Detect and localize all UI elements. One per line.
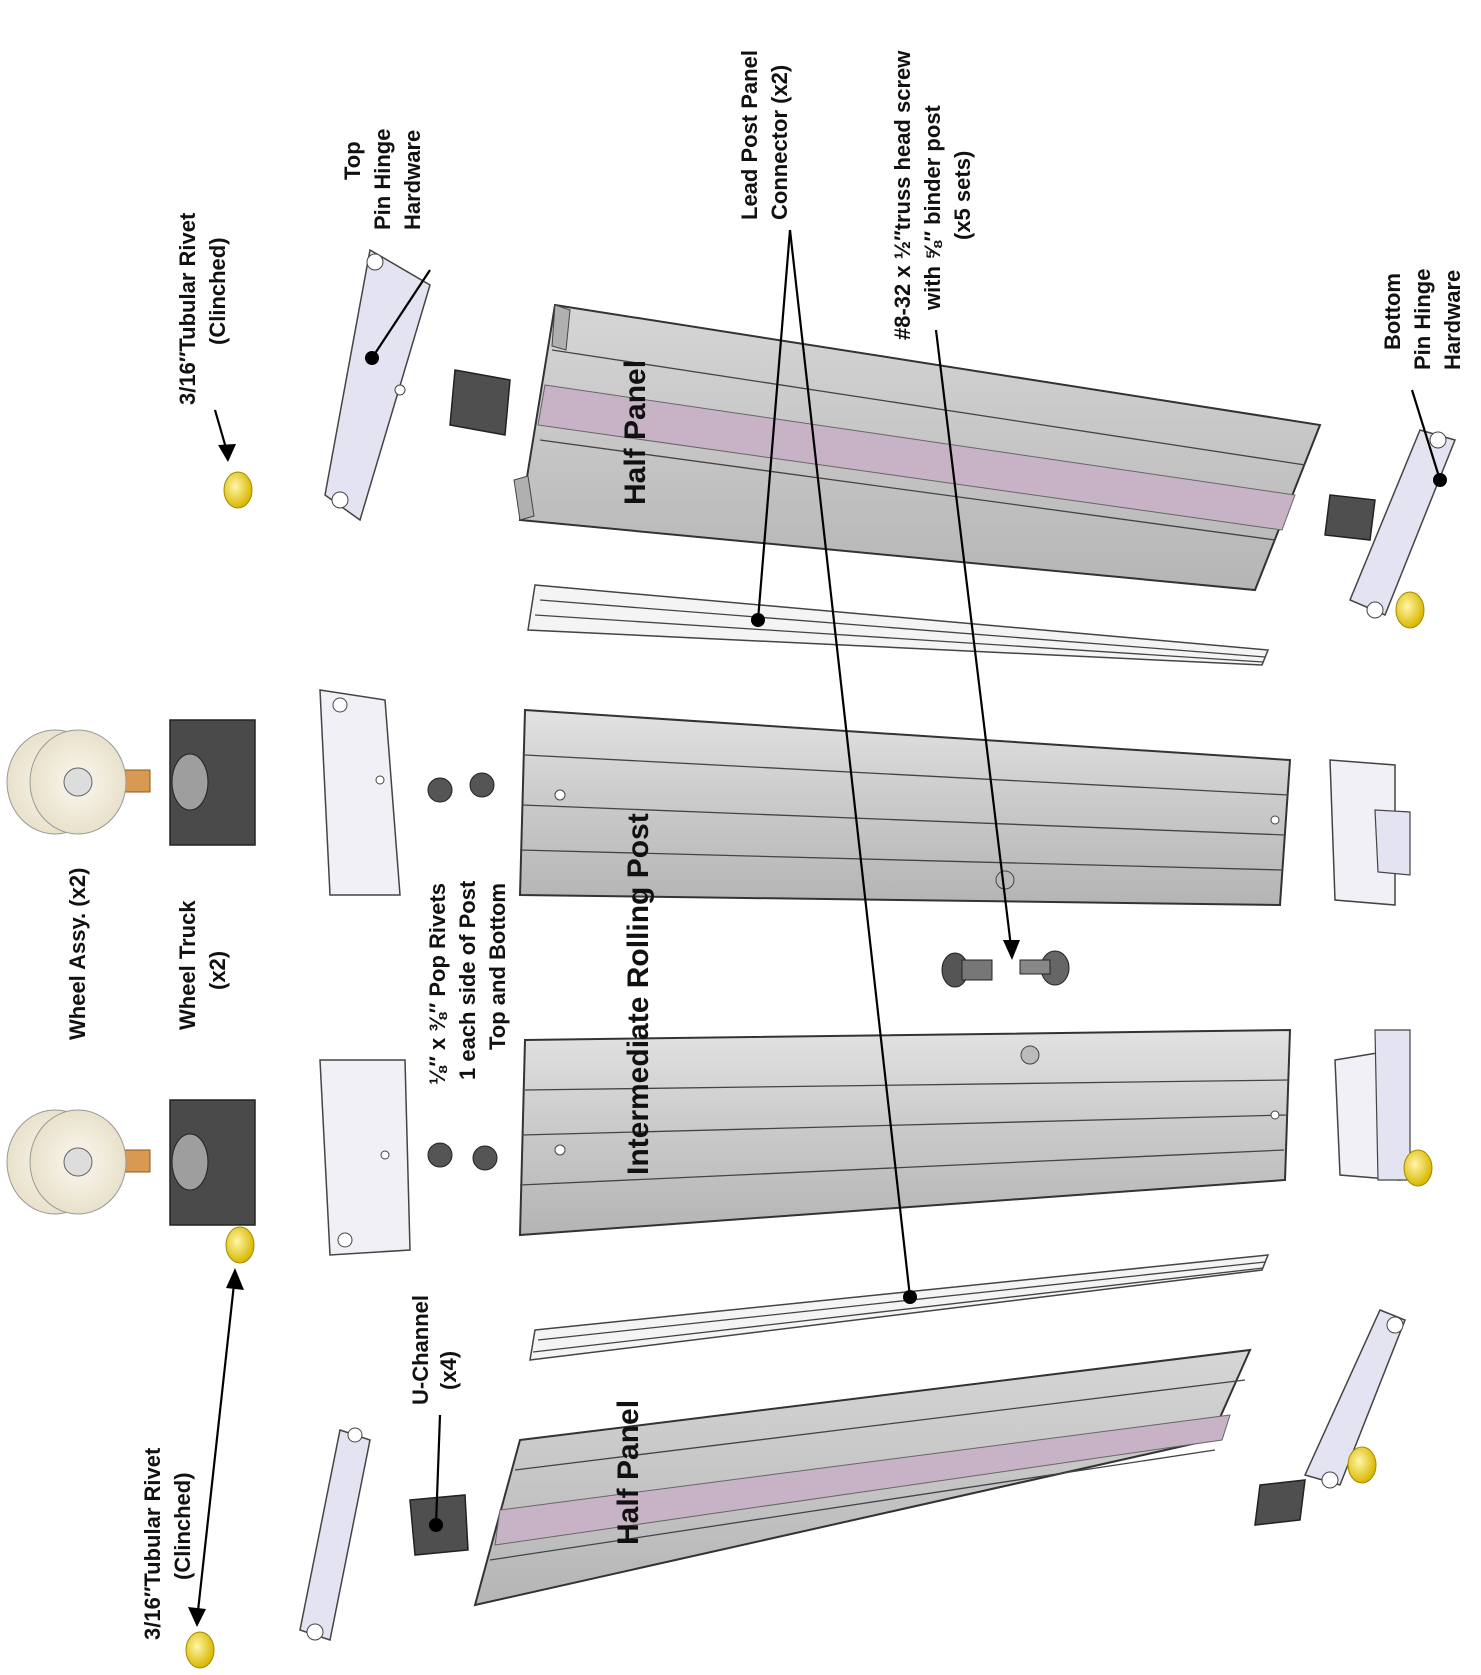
- label-wheel-assy: Wheel Assy. (x2): [65, 868, 90, 1040]
- wheel-truck-upper: [169, 719, 256, 846]
- leader-dot-connector-bottom: [903, 1290, 917, 1304]
- u-channel-block-1: [449, 369, 511, 436]
- label-wheel-truck: Wheel Truck (x2): [175, 900, 230, 1030]
- label-u-channel: U-Channel (x4): [408, 1295, 461, 1405]
- label-bottom-rivet: 3/16″Tubular Rivet (Clinched): [140, 1447, 195, 1640]
- svg-text:Half Panel: Half Panel: [612, 1400, 645, 1545]
- rivet-right-bottom: [1347, 1446, 1377, 1484]
- pop-rivets-upper: [427, 772, 495, 803]
- label-lead-post-connector: Lead Post Panel Connector (x2): [737, 50, 792, 220]
- leader-dot-connector-top: [751, 613, 765, 627]
- svg-text:Wheel Truck: Wheel Truck: [175, 900, 200, 1030]
- label-bottom-pin-hinge: Bottom Pin Hinge Hardware: [1380, 269, 1465, 370]
- svg-text:⅛″ x ⅜″ Pop Rivets: ⅛″ x ⅜″ Pop Rivets: [425, 883, 450, 1085]
- svg-text:Top: Top: [340, 141, 365, 180]
- leader-dot-u-channel: [429, 1518, 443, 1532]
- svg-text:3/16″Tubular Rivet: 3/16″Tubular Rivet: [175, 212, 200, 405]
- wheel-assembly-upper: [6, 729, 151, 835]
- leader-bottom-rivet: [195, 1274, 237, 1621]
- leader-connector-top: [756, 229, 792, 621]
- svg-text:Hardware: Hardware: [400, 130, 425, 230]
- svg-text:Intermediate Rolling Post: Intermediate Rolling Post: [622, 813, 655, 1175]
- leader-arrow-top-rivet: [218, 444, 236, 462]
- svg-text:U-Channel: U-Channel: [408, 1295, 433, 1405]
- post-hinge-plate-right-lower: [1334, 1029, 1411, 1181]
- svg-text:Pin Hinge: Pin Hinge: [370, 129, 395, 230]
- svg-text:#8-32 x ½″truss head screw: #8-32 x ½″truss head screw: [890, 50, 915, 340]
- post-hinge-plate-left-upper: [319, 689, 401, 896]
- svg-text:Wheel Assy. (x2): Wheel Assy. (x2): [65, 868, 90, 1040]
- leader-dot-top-hinge: [365, 351, 379, 365]
- leader-arrow-bottom-rivet-up: [226, 1268, 244, 1290]
- pop-rivets-lower: [427, 1142, 498, 1171]
- rivet-right-top: [1395, 591, 1425, 629]
- u-channel-block-3: [1254, 1479, 1306, 1526]
- svg-text:1 each side of Post: 1 each side of Post: [455, 880, 480, 1080]
- label-intermediate-post: Intermediate Rolling Post: [622, 813, 655, 1175]
- intermediate-post-lower: [518, 1028, 1292, 1237]
- svg-text:Top and Bottom: Top and Bottom: [485, 883, 510, 1050]
- svg-text:(Clinched): (Clinched): [170, 1472, 195, 1580]
- svg-text:with ⅝″ binder post: with ⅝″ binder post: [920, 104, 945, 311]
- truss-screw-binder-post: [941, 950, 1070, 988]
- rivet-bottom-left: [185, 1631, 215, 1669]
- leader-bottom-hinge: [1410, 389, 1442, 481]
- svg-text:Hardware: Hardware: [1440, 270, 1465, 370]
- svg-text:Connector (x2): Connector (x2): [767, 65, 792, 220]
- wheel-assembly-lower: [6, 1109, 151, 1215]
- half-panel-top: [513, 303, 1322, 592]
- rivet-right-mid: [1403, 1149, 1433, 1187]
- half-panel-bottom: [473, 1348, 1252, 1607]
- rivet-left-mid: [225, 1226, 255, 1264]
- label-pop-rivets: ⅛″ x ⅜″ Pop Rivets 1 each side of Post T…: [425, 880, 510, 1085]
- svg-text:Half Panel: Half Panel: [619, 360, 652, 505]
- intermediate-post-upper: [518, 708, 1292, 907]
- label-truss-screw: #8-32 x ½″truss head screw with ⅝″ binde…: [890, 50, 975, 340]
- svg-text:Pin Hinge: Pin Hinge: [1410, 269, 1435, 370]
- label-half-panel-top: Half Panel: [619, 360, 652, 505]
- leader-connector-bottom: [788, 229, 912, 1298]
- rivet-top-left: [223, 471, 253, 509]
- lead-post-connector-bottom: [529, 1254, 1270, 1361]
- bottom-pin-hinge-bottom: [1303, 1309, 1406, 1489]
- svg-text:Lead Post Panel: Lead Post Panel: [737, 50, 762, 220]
- wheel-truck-lower: [169, 1099, 256, 1226]
- svg-text:(x4): (x4): [436, 1351, 461, 1390]
- post-hinge-plate-left-lower: [319, 1059, 411, 1256]
- lead-post-connector-top: [527, 584, 1270, 666]
- leader-u-channel: [434, 1414, 442, 1526]
- u-channel-block-2: [1324, 494, 1376, 541]
- bottom-pin-hinge-top: [1349, 429, 1457, 619]
- leader-dot-bottom-hinge: [1433, 473, 1447, 487]
- leader-truss-screw: [934, 329, 1014, 956]
- post-hinge-plate-right-upper: [1329, 759, 1411, 906]
- leader-arrow-bottom-rivet-down: [188, 1607, 206, 1627]
- label-top-pin-hinge: Top Pin Hinge Hardware: [340, 129, 425, 230]
- svg-text:(Clinched): (Clinched): [205, 237, 230, 345]
- svg-text:(x5 sets): (x5 sets): [950, 151, 975, 240]
- svg-text:(x2): (x2): [205, 951, 230, 990]
- label-top-rivet: 3/16″Tubular Rivet (Clinched): [175, 212, 230, 405]
- leader-top-hinge: [371, 269, 431, 359]
- svg-text:Bottom: Bottom: [1380, 273, 1405, 350]
- top-pin-hinge-bottom-left: [299, 1427, 371, 1641]
- top-pin-hinge: [324, 248, 431, 522]
- leader-arrow-truss-screw: [1003, 940, 1020, 960]
- label-half-panel-bottom: Half Panel: [612, 1400, 645, 1545]
- svg-text:3/16″Tubular Rivet: 3/16″Tubular Rivet: [140, 1447, 165, 1640]
